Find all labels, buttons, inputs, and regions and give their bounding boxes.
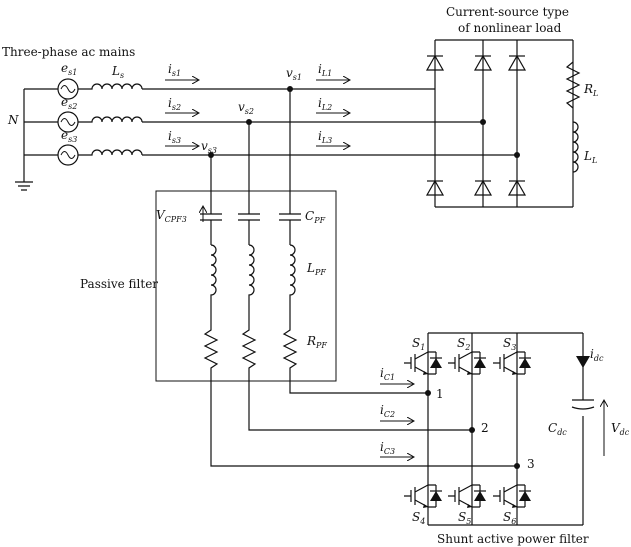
symbol-Vcpf3: VCPF3 bbox=[156, 208, 187, 224]
current-arrows bbox=[165, 80, 414, 457]
symbol-Vdc: Vdc bbox=[611, 421, 630, 437]
symbol-S2: S2 bbox=[457, 336, 470, 352]
symbol-is1: is1 bbox=[168, 62, 181, 78]
diode-icon bbox=[473, 54, 493, 71]
line-inductors bbox=[78, 83, 143, 156]
source-group bbox=[15, 78, 79, 191]
symbol-S6: S6 bbox=[503, 510, 516, 526]
node-label-n3: 3 bbox=[527, 457, 535, 471]
symbol-LL: LL bbox=[583, 149, 597, 165]
symbol-S5: S5 bbox=[458, 510, 471, 526]
diode-icon bbox=[425, 54, 445, 71]
igbt-switch-icon bbox=[404, 484, 442, 508]
phase-lines bbox=[142, 88, 517, 156]
passive-filter-label: Passive filter bbox=[80, 277, 158, 291]
diode-icon bbox=[473, 179, 493, 196]
diode-bridge bbox=[425, 39, 581, 208]
symbol-S3: S3 bbox=[503, 336, 516, 352]
passive-filter bbox=[155, 89, 517, 467]
apf-label: Shunt active power filter bbox=[437, 532, 589, 546]
symbol-es1: es1 bbox=[61, 61, 77, 77]
symbol-S1: S1 bbox=[412, 336, 425, 352]
symbol-iL2: iL2 bbox=[318, 96, 332, 112]
capacitor-icon bbox=[238, 213, 260, 245]
symbol-Cdc: Cdc bbox=[548, 421, 567, 437]
igbt-switch-icon bbox=[493, 351, 531, 375]
symbol-iL3: iL3 bbox=[318, 129, 332, 145]
symbol-Ls: Ls bbox=[111, 64, 124, 80]
symbol-labels: es1 es2 es3 Ls is1 is2 is3 vs1 vs2 vs3 iL1 iL2 iL3 RL… bbox=[61, 61, 630, 526]
symbol-Lpf: LPF bbox=[306, 261, 326, 277]
neutral-label: N bbox=[7, 113, 19, 127]
symbol-iL1: iL1 bbox=[318, 62, 332, 78]
load-resistor-icon bbox=[565, 61, 581, 109]
diode-icon bbox=[425, 179, 445, 196]
symbol-vs2: vs2 bbox=[238, 100, 254, 116]
mains-label: Three-phase ac mains bbox=[2, 45, 135, 59]
symbol-is2: is2 bbox=[168, 96, 181, 112]
symbol-is3: is3 bbox=[168, 129, 181, 145]
symbol-S4: S4 bbox=[412, 510, 425, 526]
igbt-switch-icon bbox=[448, 484, 486, 508]
symbol-idc: idc bbox=[590, 347, 604, 363]
node-label-n2: 2 bbox=[481, 421, 489, 435]
dc-current-arrow-icon bbox=[576, 356, 590, 368]
symbol-iC3: iC3 bbox=[380, 440, 395, 456]
igbt-switch-icon bbox=[493, 484, 531, 508]
symbol-Cpf: CPF bbox=[305, 209, 326, 225]
symbol-iC2: iC2 bbox=[380, 403, 395, 419]
diode-icon bbox=[507, 54, 527, 71]
ac-source-es3-icon bbox=[57, 144, 79, 166]
diode-icon bbox=[507, 179, 527, 196]
load-inductor-icon bbox=[572, 121, 579, 173]
capacitor-icon bbox=[279, 213, 301, 245]
igbt-switch-icon bbox=[404, 351, 442, 375]
load-title-line2: of nonlinear load bbox=[458, 21, 562, 35]
symbol-Rpf: RPF bbox=[306, 334, 327, 350]
capacitor-icon bbox=[200, 213, 222, 245]
load-title-line1: Current-source type bbox=[446, 5, 569, 19]
symbol-vs3: vs3 bbox=[201, 139, 217, 155]
symbol-es2: es2 bbox=[61, 95, 77, 111]
igbt-switch-icon bbox=[448, 351, 486, 375]
symbol-es3: es3 bbox=[61, 128, 77, 144]
active-power-filter bbox=[404, 332, 604, 526]
symbol-iC1: iC1 bbox=[380, 366, 395, 382]
symbol-RL: RL bbox=[583, 82, 598, 98]
symbol-vs1: vs1 bbox=[286, 66, 302, 82]
dc-capacitor-icon bbox=[571, 399, 595, 410]
node-label-n1: 1 bbox=[436, 387, 444, 401]
